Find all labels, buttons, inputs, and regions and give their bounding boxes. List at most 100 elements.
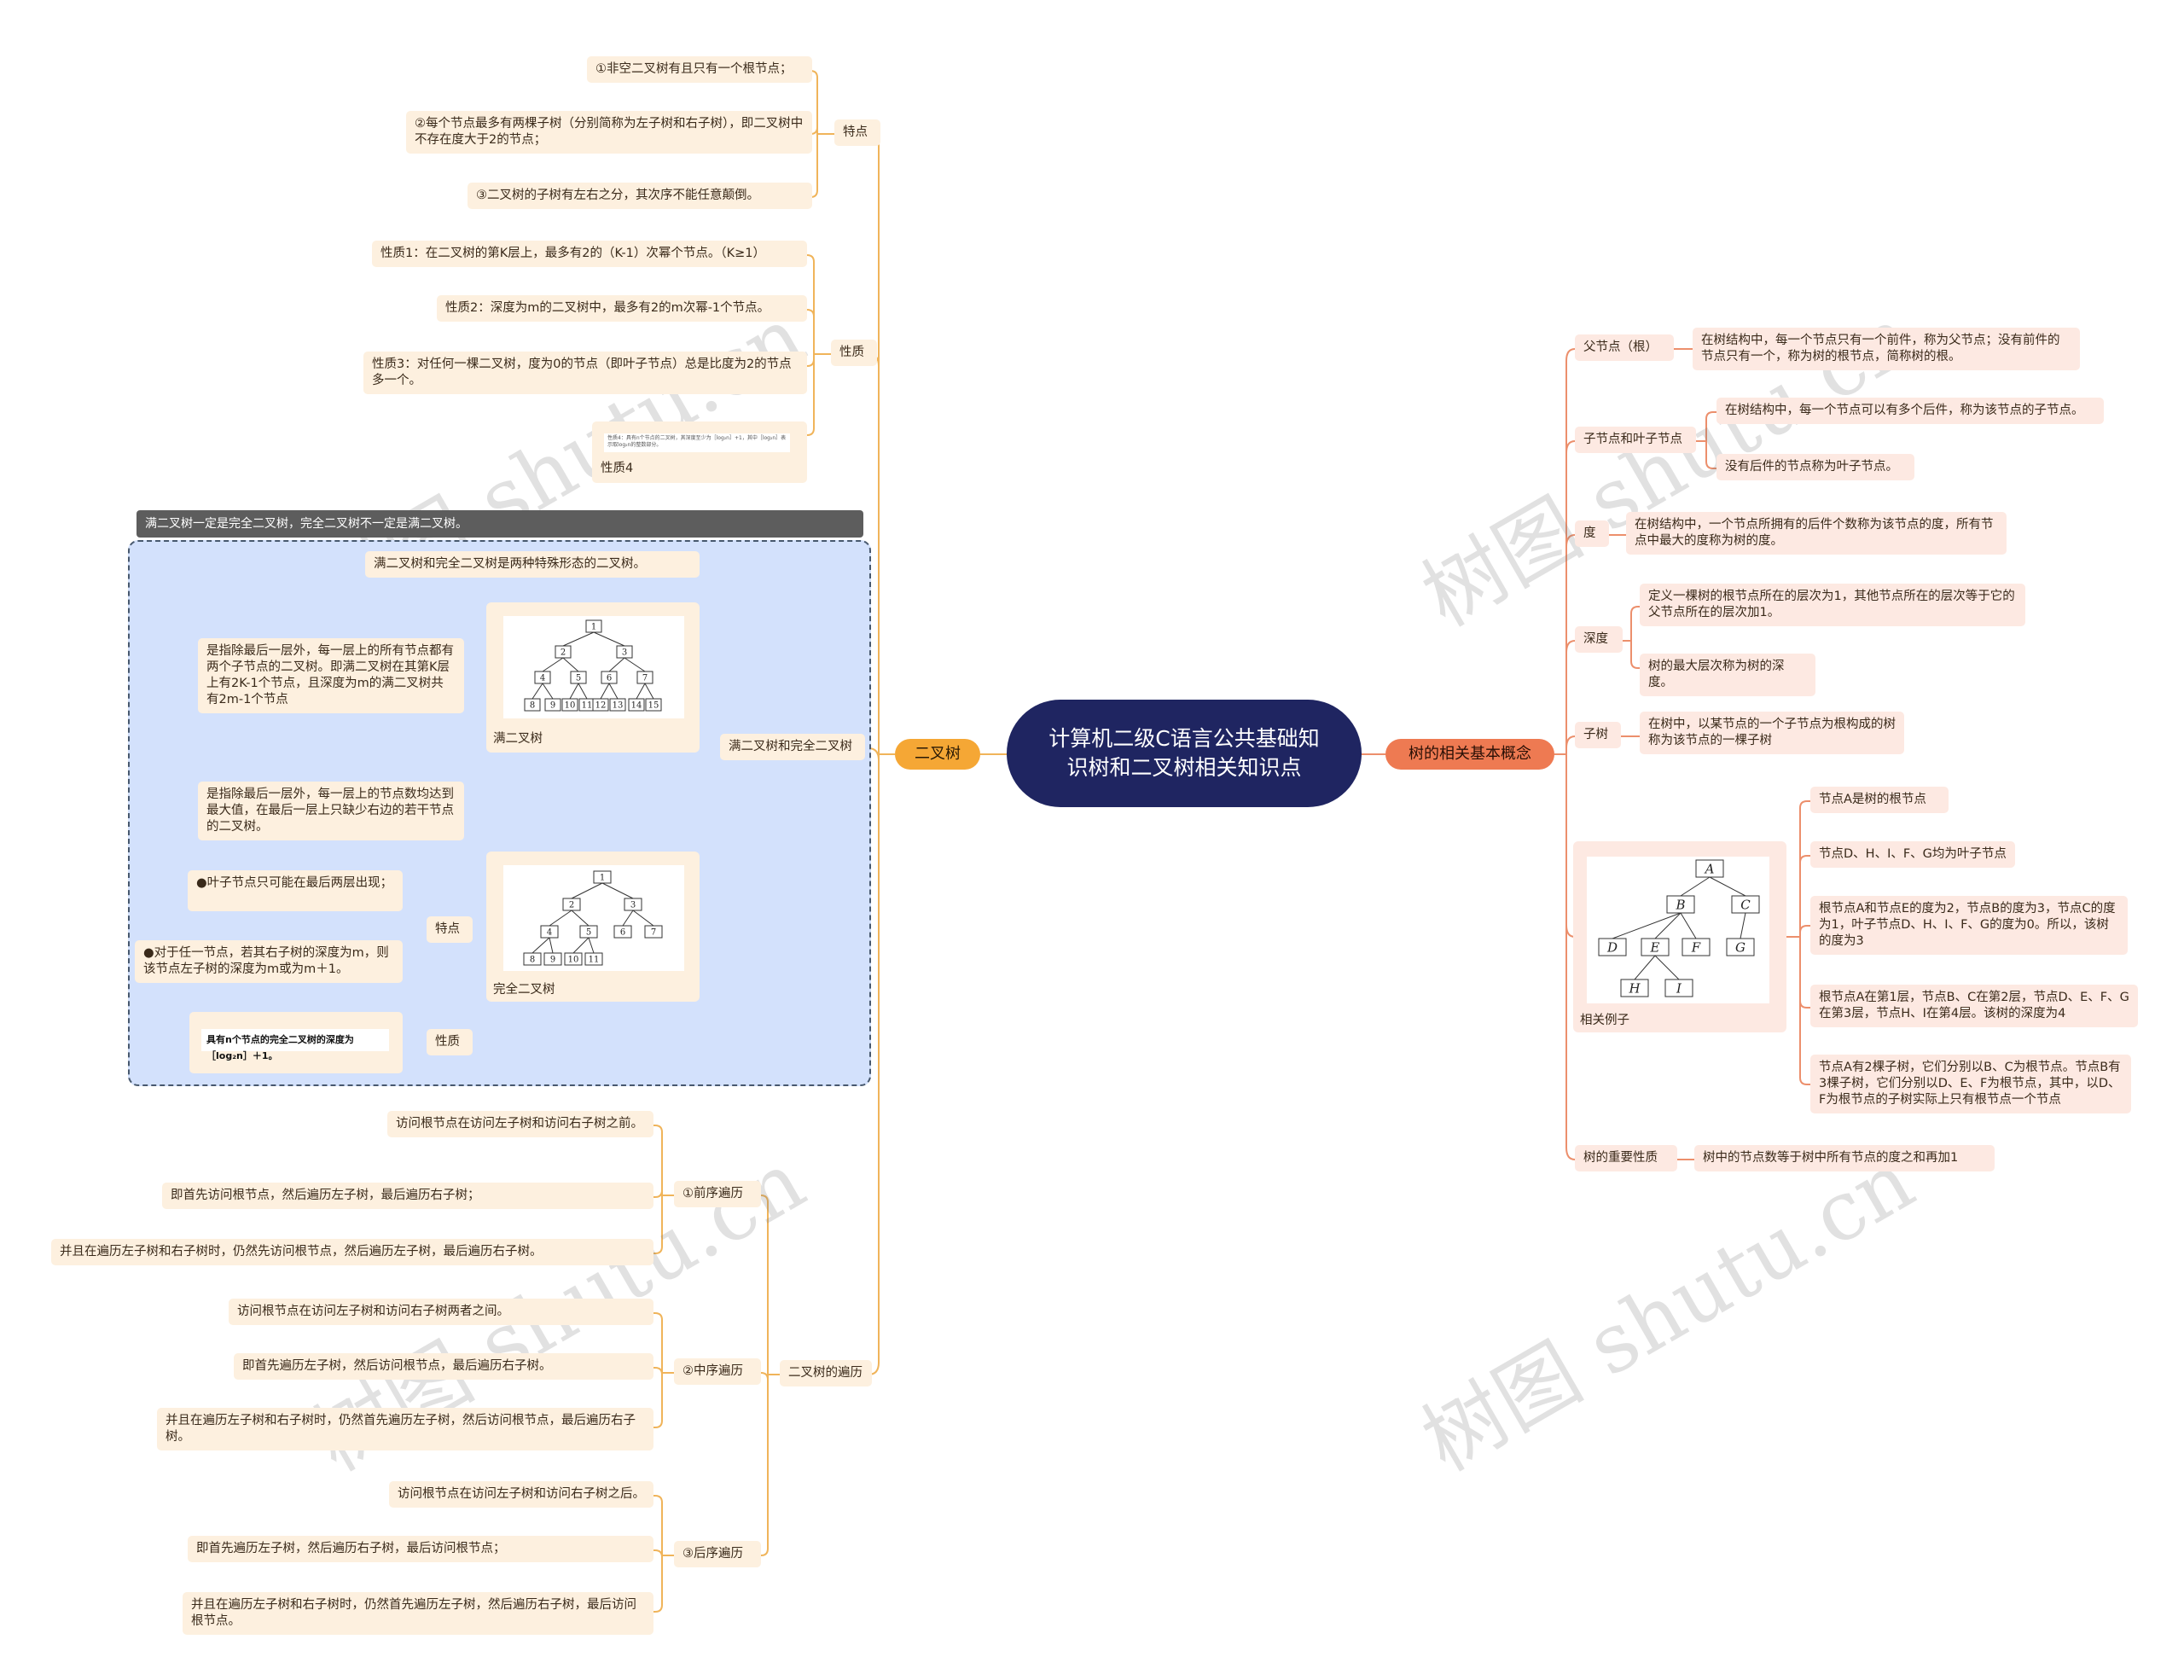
property-item[interactable]: 性质2：深度为m的二叉树中，最多有2的m次幂-1个节点。 [437,295,807,322]
important-property-label[interactable]: 树的重要性质 [1575,1145,1677,1171]
inorder-item[interactable]: 即首先遍历左子树，然后访问根节点，最后遍历右子树。 [234,1353,653,1380]
example-item[interactable]: 节点D、H、I、F、G均为叶子节点 [1810,841,2015,868]
child-node-text[interactable]: 在树结构中，每一个节点可以有多个后件，称为该节点的子节点。 [1716,398,2104,424]
tree-node-label: 5 [586,928,591,938]
degree-label[interactable]: 度 [1575,520,1609,547]
connector-branch [653,1189,663,1198]
inorder-label[interactable]: ②中序遍历 [674,1358,761,1385]
tree-edge [622,910,634,927]
feature-item[interactable]: ③二叉树的子树有左右之分，其次序不能任意颠倒。 [468,183,812,209]
connector-branch [868,353,895,755]
tree-node-label: 11 [582,701,593,711]
postorder-label[interactable]: ③后序遍历 [674,1541,761,1567]
feature-item[interactable]: ②每个节点最多有两棵子树（分别简称为左子树和右子树），即二叉树中不存在度大于2的… [406,111,812,154]
tree-node-label: 6 [607,674,612,683]
complete-features-label[interactable]: 特点 [427,916,473,943]
subtree-text[interactable]: 在树中，以某节点的一个子节点为根构成的树称为该节点的一棵子树 [1640,712,1904,754]
depth-label[interactable]: 深度 [1575,626,1623,653]
preorder-item[interactable]: 访问根节点在访问左子树和访问右子树之前。 [387,1111,653,1137]
features-label[interactable]: 特点 [834,119,880,146]
tree-node-box [585,619,602,633]
postorder-item[interactable]: 即首先遍历左子树，然后遍历右子树，最后访问根节点； [188,1536,653,1562]
tree-node-box [1666,895,1695,914]
root-topic[interactable]: 计算机二级C语言公共基础知识树和二叉树相关知识点 [1007,700,1362,807]
traversal-label[interactable]: 二叉树的遍历 [780,1360,872,1386]
tree-node-box [616,645,633,659]
tree-edge [542,657,564,672]
note-bar[interactable]: 满二叉树一定是完全二叉树，完全二叉树不一定是满二叉树。 [136,510,863,538]
preorder-item[interactable]: 并且在遍历左子树和右子树时，仍然先访问根节点，然后遍历左子树，最后遍历右子树。 [51,1239,653,1265]
tree-node-box [645,698,662,712]
full-binary-tree-caption: 满二叉树 [493,732,543,746]
tree-edge [608,657,625,672]
tree-edge [636,683,646,700]
example-item[interactable]: 节点A是树的根节点 [1810,787,1949,813]
full-complete-label[interactable]: 满二叉树和完全二叉树 [720,734,865,760]
important-property-text[interactable]: 树中的节点数等于树中所有节点的度之和再加1 [1694,1145,1995,1171]
property-item[interactable]: 性质3：对任何一棵二叉树，度为0的节点（即叶子节点）总是比度为2的节点多一个。 [363,352,807,394]
full-complete-intro[interactable]: 满二叉树和完全二叉树是两种特殊形态的二叉树。 [365,551,700,578]
postorder-item[interactable]: 访问根节点在访问左子树和访问右子树之后。 [389,1481,653,1508]
tree-edge [600,683,610,700]
depth-item[interactable]: 树的最大层次称为树的深度。 [1640,654,1815,696]
connector-branch [1554,534,1576,755]
example-label: 相关例子 [1580,1014,1629,1027]
child-leaf-label[interactable]: 子节点和叶子节点 [1575,427,1696,453]
connector-branch [1630,660,1640,669]
tree-edge [531,683,543,700]
tree-node-label: 6 [620,928,625,938]
example-item[interactable]: 根节点A和节点E的度为2，节点B的度为3，节点C的度为1，叶子节点D、H、I、F… [1810,896,2128,955]
complete-feature-item[interactable]: ●叶子节点只可能在最后两层出现； [188,870,403,911]
tree-node-label: 14 [631,701,642,711]
connector-branch [653,1367,663,1375]
branch-binary-tree[interactable]: 二叉树 [895,739,980,770]
connector-branch [653,1549,663,1558]
tree-node-label: 8 [530,956,535,965]
tree-edge [593,631,625,647]
tree-node-box [555,645,572,659]
postorder-item[interactable]: 并且在遍历左子树和右子树时，仍然首先遍历左子树，然后遍历右子树，最后访问根节点。 [183,1592,653,1635]
feature-item[interactable]: ①非空二叉树有且只有一个根节点； [587,56,812,83]
tree-edge [1709,876,1746,897]
tree-node-label: G [1735,939,1745,955]
property-4-card[interactable]: 性质4：具有n个节点的二叉树，其深度至少为［log₂n］+1，其中［log₂n］… [592,421,807,483]
degree-text[interactable]: 在树结构中，一个节点所拥有的后件个数称为该节点的度，所有节点中最大的度称为树的度… [1626,512,2007,555]
example-item[interactable]: 节点A有2棵子树，它们分别以B、C为根节点。节点B有3棵子树，它们分别以D、E、… [1810,1055,2131,1113]
tree-node-label: C [1740,897,1751,912]
tree-node-label: I [1676,980,1682,996]
tree-node-label: D [1606,939,1618,955]
complete-properties-label[interactable]: 性质 [427,1029,473,1055]
tree-node-box [1682,938,1711,956]
property-item[interactable]: 性质1：在二叉树的第K层上，最多有2的（K-1）次幂个节点。（K≥1） [372,241,807,267]
tree-edge [601,882,634,899]
tree-node-box [1620,979,1649,997]
preorder-label[interactable]: ①前序遍历 [674,1181,761,1207]
connector-branch [653,1420,663,1428]
branch-tree-concepts[interactable]: 树的相关基本概念 [1385,739,1554,770]
property-4-image-text: 性质4：具有n个节点的二叉树，其深度至少为［log₂n］+1，其中［log₂n］… [604,433,790,452]
depth-item[interactable]: 定义一棵树的根节点所在的层次为1，其他节点所在的层次等于它的父节点所在的层次加1… [1640,584,2025,626]
example-item[interactable]: 根节点A在第1层，节点B、C在第2层，节点D、E、F、G在第3层，节点H、I在第… [1810,985,2138,1027]
complete-binary-tree-desc[interactable]: 是指除最后一层外，每一层上的节点数均达到最大值，在最后一层上只缺少右边的若干节点… [198,782,464,840]
full-binary-tree-desc[interactable]: 是指除最后一层外，每一层上的所有节点都有两个子节点的二叉树。即满二叉树在其第K层… [198,638,464,713]
complete-feature-item[interactable]: ●对于任一节点，若其右子树的深度为m，则该节点左子树的深度为m或为m＋1。 [135,940,403,983]
connector-branch [653,1495,663,1503]
parent-node-text[interactable]: 在树结构中，每一个节点只有一个前件，称为父节点；没有前件的节点只有一个，称为树的… [1693,328,2080,370]
tree-node-label: F [1691,939,1701,955]
parent-node-label[interactable]: 父节点（根） [1575,334,1674,361]
inorder-item[interactable]: 访问根节点在访问左子树和访问右子树两者之间。 [229,1299,653,1325]
complete-property-card[interactable]: 具有n个节点的完全二叉树的深度为［log₂n］＋1。 [189,1012,403,1073]
tree-node-box [609,698,626,712]
tree-edge [632,910,654,927]
inorder-item[interactable]: 并且在遍历左子树和右子树时，仍然首先遍历左子树，然后访问根节点，最后遍历右子树。 [157,1408,653,1450]
subtree-label[interactable]: 子树 [1575,722,1621,748]
tree-edge [572,937,590,954]
preorder-item[interactable]: 即首先访问根节点，然后遍历左子树，最后遍历右子树； [162,1183,653,1209]
leaf-node-text[interactable]: 没有后件的节点称为叶子节点。 [1716,454,1914,480]
properties-label[interactable]: 性质 [831,340,877,366]
tree-node-label: 4 [540,674,545,683]
